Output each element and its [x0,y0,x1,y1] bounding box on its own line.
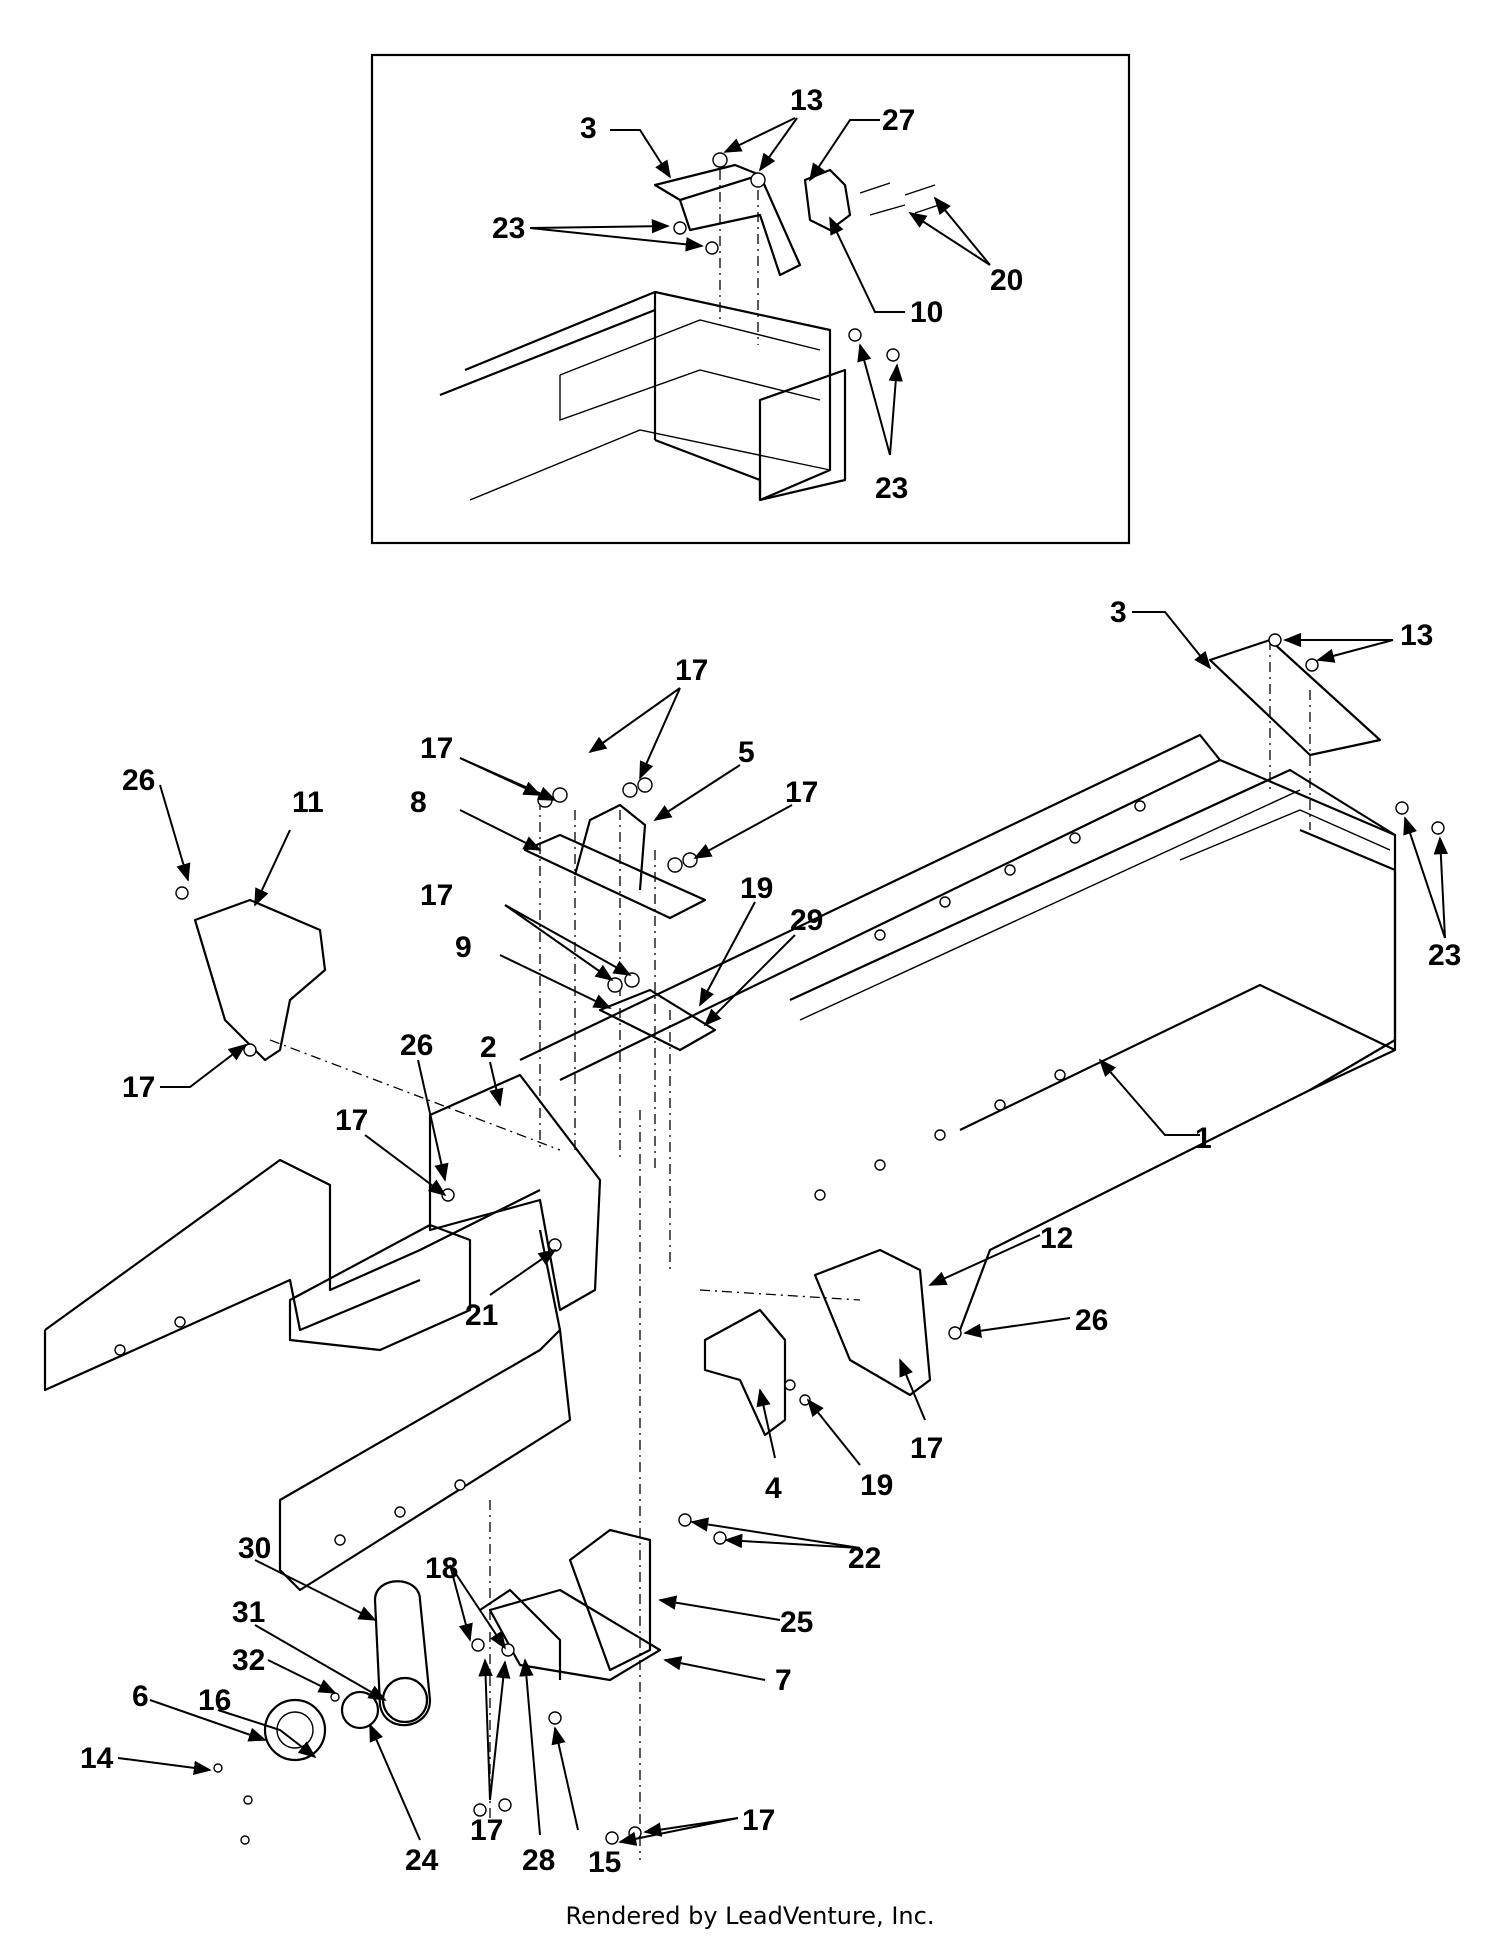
callout-1: 1 [1195,1122,1212,1155]
fasteners [175,633,1445,1845]
callout-17: 17 [742,1804,775,1837]
footer-credit: Rendered by LeadVenture, Inc. [565,1902,935,1930]
cross-brace [288,1223,472,1352]
callout-labels: 3 13 27 23 20 10 23 3 13 23 17 17 5 8 17… [80,84,1461,1879]
callout-6: 6 [132,1680,149,1713]
callout-28: 28 [522,1844,555,1877]
inset-bracket-3 [653,163,762,202]
callout-4: 4 [765,1472,782,1505]
callout-19: 19 [860,1469,893,1502]
frame-rail-1 [559,758,1397,1331]
bracket-12 [813,1248,932,1397]
callout-25: 25 [780,1606,813,1639]
inset-bracket-10 [678,173,802,277]
callout-29: 29 [790,904,823,937]
callout-23: 23 [492,212,525,245]
callout-26: 26 [400,1029,433,1062]
callout-23: 23 [875,472,908,505]
callout-24: 24 [405,1844,439,1877]
callout-22: 22 [848,1542,881,1575]
callout-12: 12 [1040,1222,1073,1255]
callout-15: 15 [588,1846,621,1879]
callout-27: 27 [882,104,915,137]
pump-25 [568,1528,652,1672]
callout-17: 17 [335,1104,368,1137]
pulley-31 [381,1676,429,1724]
callout-13: 13 [790,84,823,117]
callout-10: 10 [910,296,943,329]
callout-16: 16 [198,1684,231,1717]
callout-26: 26 [122,764,155,797]
callout-17: 17 [420,879,453,912]
callout-17: 17 [910,1432,943,1465]
callout-7: 7 [775,1664,792,1697]
callout-18: 18 [425,1552,458,1585]
plate-8 [523,833,707,920]
callout-31: 31 [232,1596,265,1629]
bracket-11 [193,898,327,1062]
callout-21: 21 [465,1299,498,1332]
strap-5 [573,803,647,891]
callout-2: 2 [480,1031,497,1064]
inset-latch-27 [803,168,852,232]
callout-14: 14 [80,1742,114,1775]
callout-9: 9 [455,931,472,964]
callout-17: 17 [420,732,453,765]
inset-frame [464,290,832,502]
callout-5: 5 [738,736,755,769]
fan-30 [373,1580,432,1727]
plate-6 [263,1698,327,1762]
callout-17: 17 [470,1814,503,1847]
mount-7 [488,1588,662,1682]
callout-23: 23 [1428,939,1461,972]
callout-13: 13 [1400,619,1433,652]
callout-3: 3 [1110,596,1127,629]
plate-9 [598,988,717,1052]
inset-border [370,53,1131,545]
callout-3: 3 [580,112,597,145]
bracket-4 [703,1308,787,1437]
bracket-3 [1208,638,1382,757]
callout-26: 26 [1075,1304,1108,1337]
hub-24 [340,1690,380,1730]
upright-2 [428,1073,602,1312]
callout-17: 17 [785,776,818,809]
callout-8: 8 [410,786,427,819]
frame-holes [114,800,1146,1546]
front-frame [44,1158,541,1331]
inset-detail [370,53,1131,545]
callout-19: 19 [740,872,773,905]
main-frame [43,633,1445,1860]
callout-17: 17 [675,654,708,687]
callout-11: 11 [292,786,324,819]
callout-32: 32 [232,1644,265,1677]
callout-20: 20 [990,264,1023,297]
callout-30: 30 [238,1532,271,1565]
leader-lines [117,117,1449,1846]
callout-17: 17 [122,1071,155,1104]
